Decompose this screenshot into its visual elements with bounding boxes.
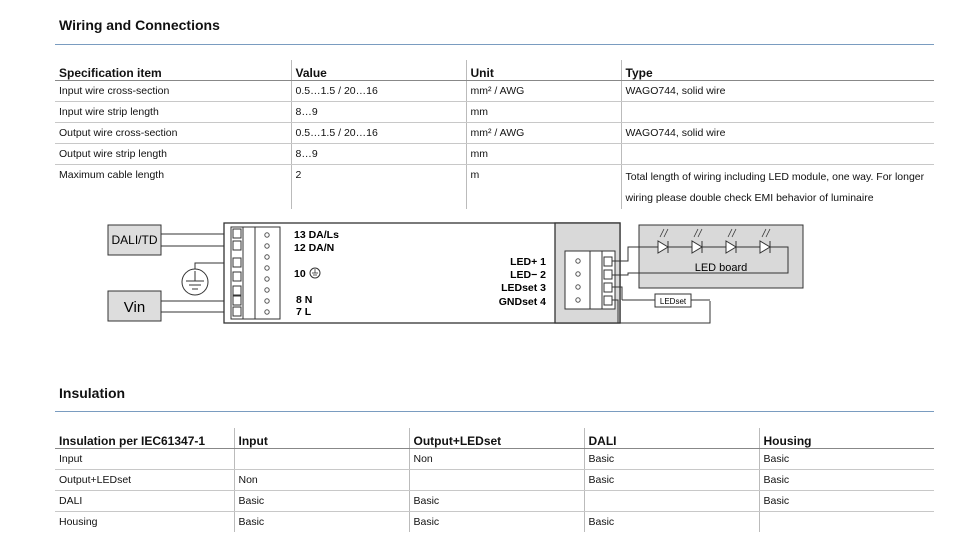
insulation-rule <box>55 411 934 412</box>
cell: Output+LEDset <box>55 469 234 491</box>
table-row: Maximum cable length 2 m Total length of… <box>55 164 934 209</box>
table-row: Input Non Basic Basic <box>55 448 934 470</box>
cell: Total length of wiring including LED mod… <box>620 164 934 209</box>
cell <box>408 469 584 491</box>
terminal-label-gndset: GNDset 4 <box>499 296 546 308</box>
cell: Basic <box>583 469 759 491</box>
table-row: Housing Basic Basic Basic <box>55 511 934 532</box>
cell: 8…9 <box>290 101 466 123</box>
cell: Maximum cable length <box>59 169 165 181</box>
cell: Basic <box>233 490 409 512</box>
led-diode-icons <box>657 228 771 254</box>
cell: 0.5…1.5 / 20…16 <box>290 80 466 102</box>
insulation-title: Insulation <box>59 385 126 401</box>
cell: Output wire cross-section <box>55 122 291 144</box>
vin-box <box>107 290 162 322</box>
cell: Basic <box>758 448 934 470</box>
wiring-title: Wiring and Connections <box>59 17 220 33</box>
table-row: Input wire strip length 8…9 mm <box>55 101 934 123</box>
header-unit: Unit <box>465 60 621 81</box>
header-housing: Housing <box>758 428 934 449</box>
earth-icon <box>309 267 321 279</box>
cell: mm² / AWG <box>465 122 621 144</box>
cell <box>583 490 759 512</box>
terminal-label-ledset: LEDset 3 <box>501 282 546 294</box>
cell: DALI <box>55 490 234 512</box>
cell: mm <box>465 101 621 123</box>
cell <box>620 143 934 165</box>
cell: Basic <box>583 511 759 532</box>
output-terminal-block <box>564 250 616 310</box>
cell: Basic <box>583 448 759 470</box>
terminal-label-led-minus: LED− 2 <box>510 269 546 281</box>
cell <box>233 448 409 470</box>
header-output-ledset: Output+LEDset <box>408 428 584 449</box>
cell: Housing <box>59 516 98 528</box>
cell: Basic <box>758 469 934 491</box>
cell: 2 <box>290 164 466 209</box>
cell: Non <box>408 448 584 470</box>
dali-td-label: DALI/TD <box>111 233 157 247</box>
header-value: Value <box>290 60 466 81</box>
header-input: Input <box>233 428 409 449</box>
insulation-table: Insulation per IEC61347-1 Input Output+L… <box>55 428 934 532</box>
driver-body <box>223 222 621 324</box>
ground-icon <box>181 268 209 296</box>
terminal-label-led-plus: LED+ 1 <box>510 256 546 268</box>
ledset-label: LEDset <box>660 297 687 306</box>
cell: mm² / AWG <box>465 80 621 102</box>
cell: Non <box>233 469 409 491</box>
header-dali: DALI <box>583 428 759 449</box>
cell: Basic <box>408 511 584 532</box>
wiring-diagram: DALI/TD Vin 13 <box>107 222 804 324</box>
table-row: Output+LEDset Non Basic Basic <box>55 469 934 491</box>
cell <box>758 511 934 532</box>
header-type: Type <box>620 60 934 81</box>
led-board-box <box>638 224 804 289</box>
cell: WAGO744, solid wire <box>620 122 934 144</box>
cell: Input wire strip length <box>55 101 291 123</box>
cell: Basic <box>408 490 584 512</box>
cell: mm <box>465 143 621 165</box>
cell: Output wire strip length <box>55 143 291 165</box>
table-header-row: Specification item Value Unit Type <box>55 60 934 81</box>
table-row: DALI Basic Basic Basic <box>55 490 934 512</box>
header-insulation: Insulation per IEC61347-1 <box>55 428 234 449</box>
input-terminal-block <box>230 226 281 320</box>
dali-td-box <box>107 224 162 256</box>
cell: 0.5…1.5 / 20…16 <box>290 122 466 144</box>
terminal-label-12: 12 DA/N <box>294 242 334 254</box>
cell <box>620 101 934 123</box>
cell: Input <box>55 448 234 470</box>
cell: Basic <box>758 490 934 512</box>
title-rule <box>55 44 934 45</box>
table-row: Output wire cross-section 0.5…1.5 / 20…1… <box>55 122 934 144</box>
terminal-label-13: 13 DA/Ls <box>294 229 339 241</box>
header-spec-item: Specification item <box>55 60 291 81</box>
led-board-label: LED board <box>695 262 748 274</box>
terminal-label-8: 8 N <box>296 294 312 306</box>
wiring-spec-table: Specification item Value Unit Type Input… <box>55 60 934 209</box>
cell: 8…9 <box>290 143 466 165</box>
terminal-label-10: 10 <box>294 268 306 280</box>
cell: WAGO744, solid wire <box>620 80 934 102</box>
table-header-row: Insulation per IEC61347-1 Input Output+L… <box>55 428 934 449</box>
vin-label: Vin <box>124 299 145 316</box>
cell: Input wire cross-section <box>55 80 291 102</box>
cell: m <box>465 164 621 209</box>
cell: Basic <box>233 511 409 532</box>
table-row: Input wire cross-section 0.5…1.5 / 20…16… <box>55 80 934 102</box>
terminal-label-7: 7 L <box>296 306 312 318</box>
table-row: Output wire strip length 8…9 mm <box>55 143 934 165</box>
